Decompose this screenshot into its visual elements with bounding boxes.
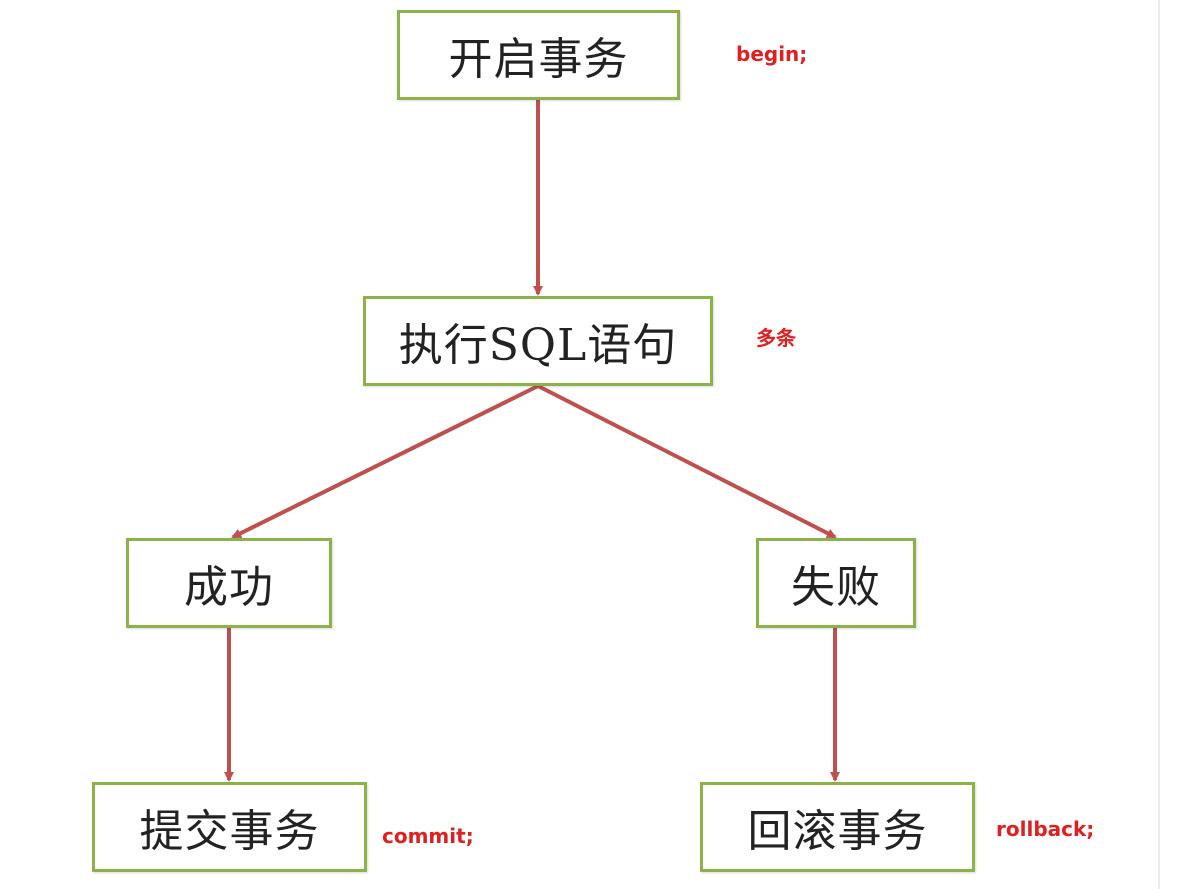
annotation-begin: begin; [736,42,808,66]
node-execute-sql: 执行SQL语句 [363,296,713,386]
arrow-exec-to-failure [537,384,837,539]
arrow-exec-to-success [231,384,539,539]
annotation-rollback: rollback; [996,817,1095,841]
node-commit-transaction: 提交事务 [92,782,367,872]
page-edge-rule [1158,0,1160,889]
node-failure: 失败 [756,538,916,628]
annotation-execute: 多条 [756,326,796,350]
annotation-commit: commit; [382,824,474,848]
node-begin-transaction: 开启事务 [397,10,680,100]
node-success: 成功 [126,538,332,628]
node-rollback-transaction: 回滚事务 [700,782,975,872]
